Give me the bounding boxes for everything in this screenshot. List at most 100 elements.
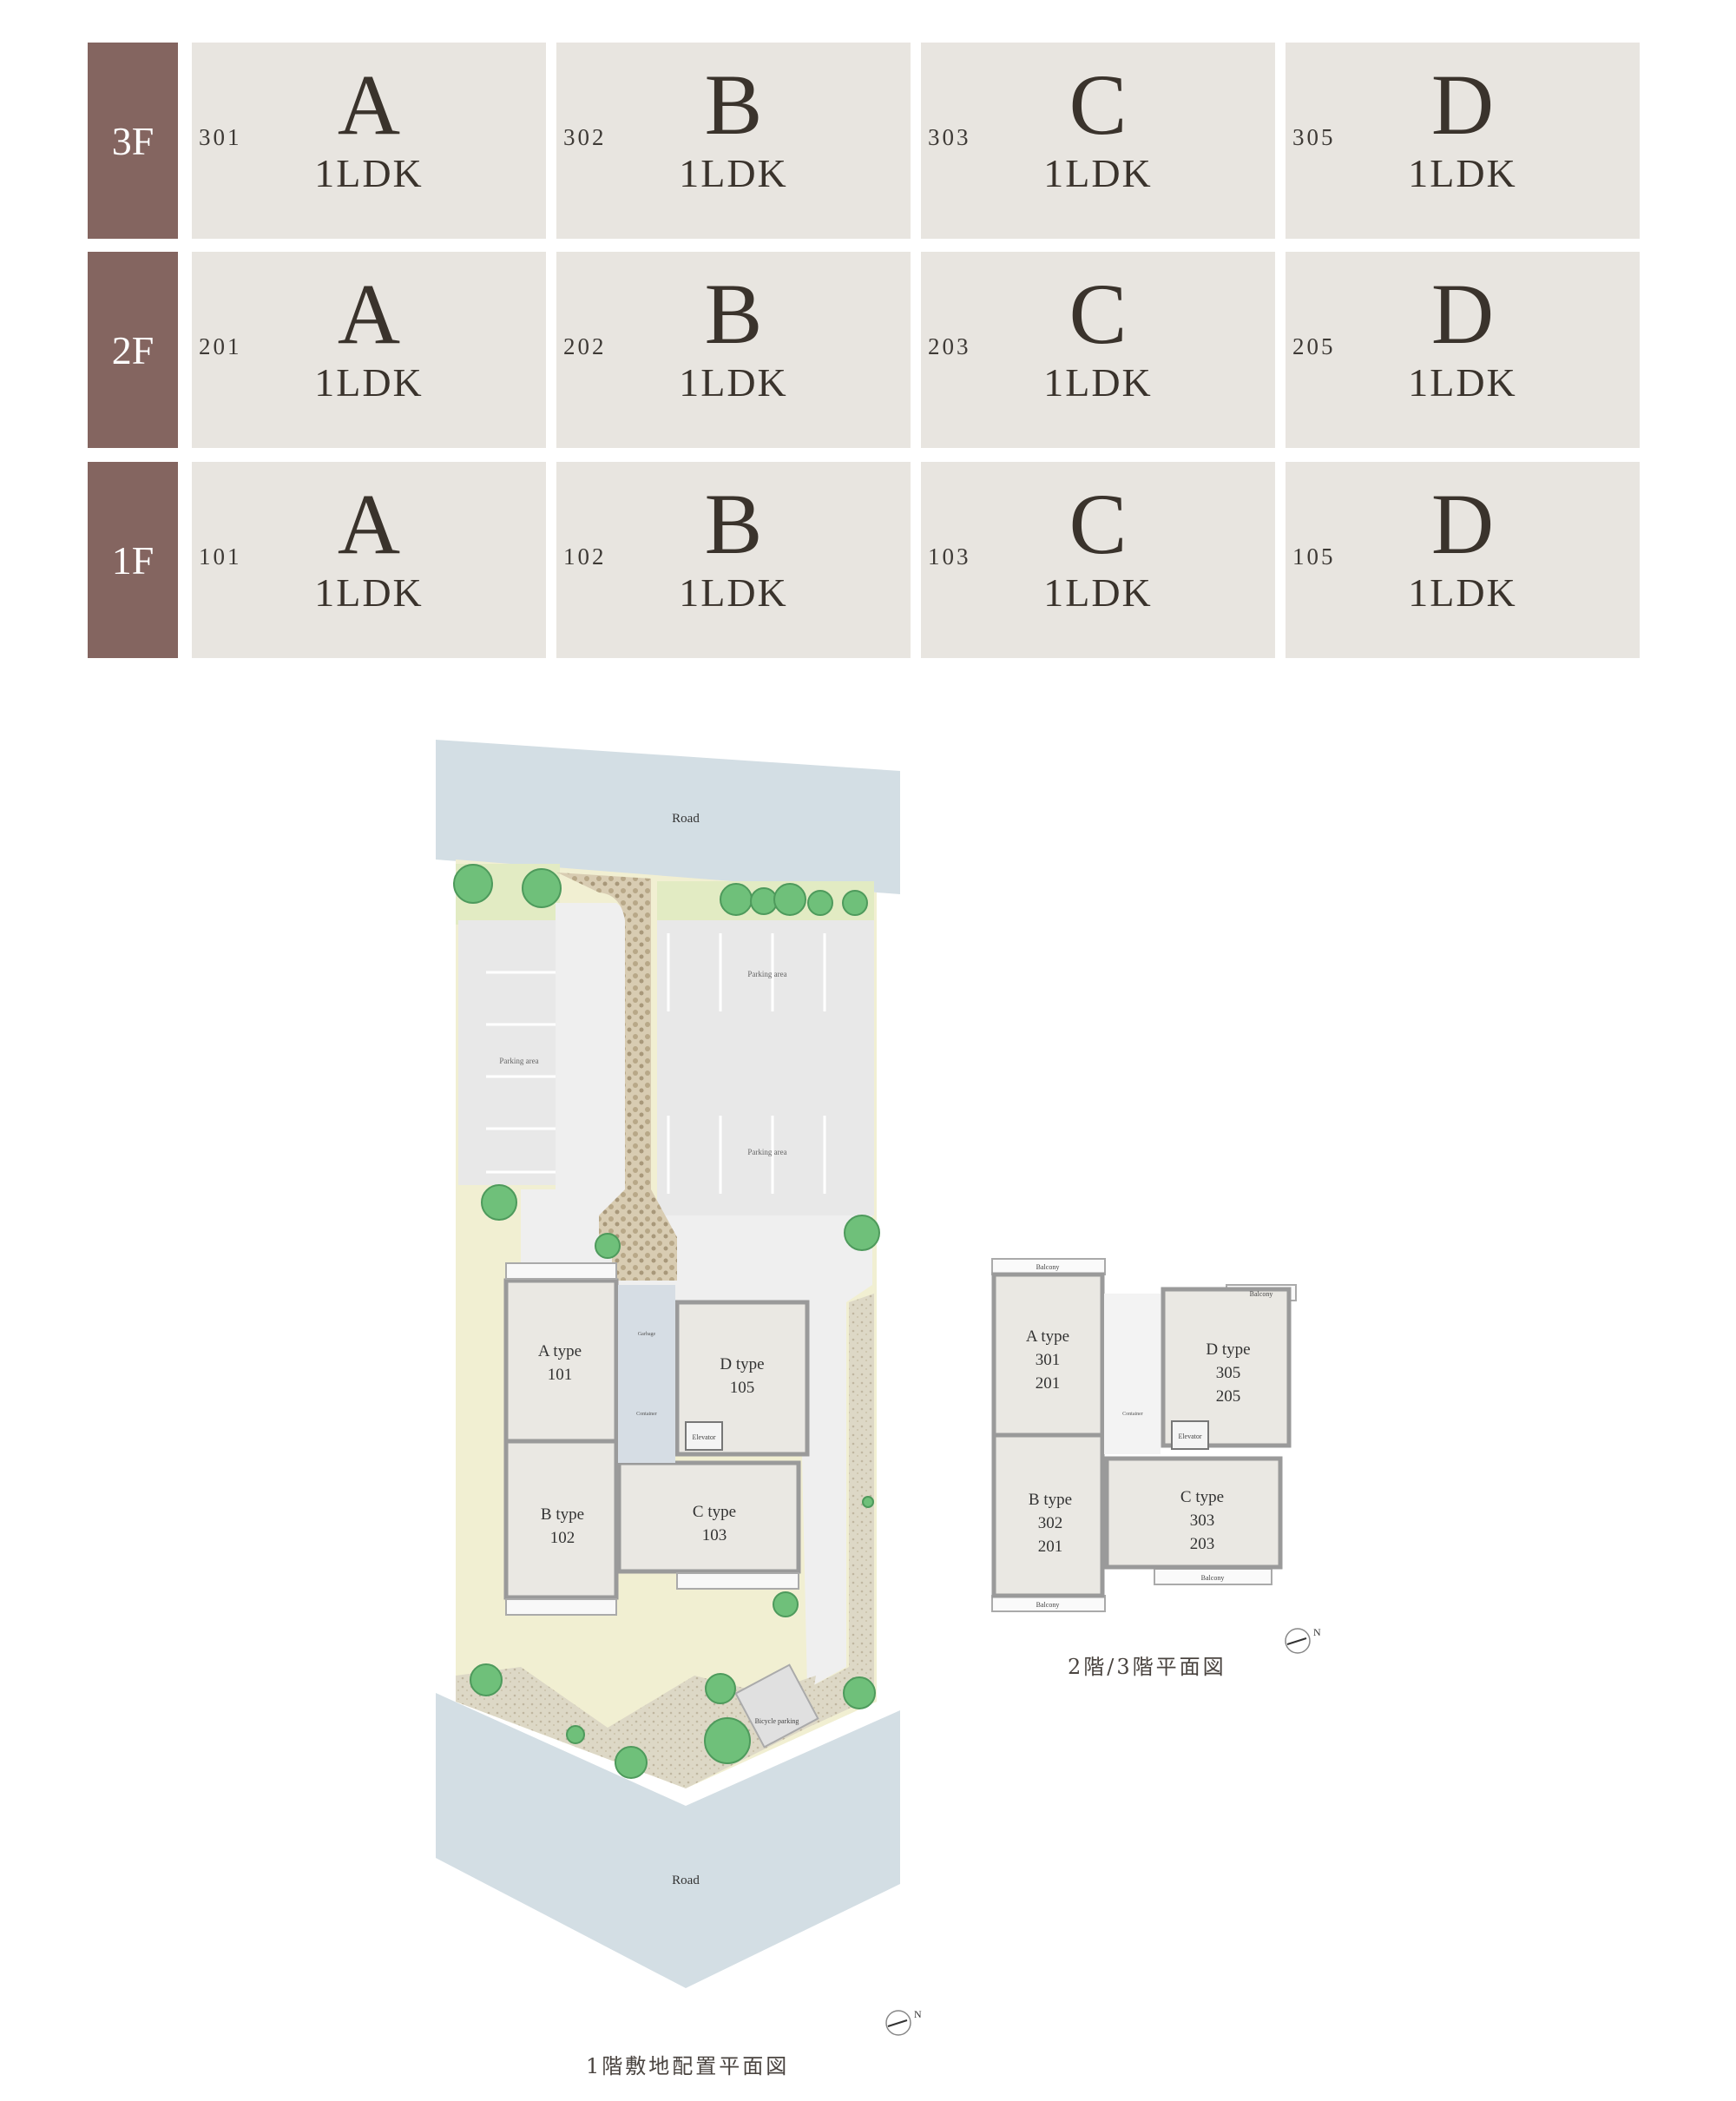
balcony (505, 1598, 617, 1616)
upper-balcony-label: Balcony (1250, 1290, 1273, 1298)
unit-type: A (337, 56, 401, 153)
unit-type: C (1069, 56, 1128, 153)
balcony (676, 1572, 799, 1590)
unit-d-number: 105 (730, 1379, 755, 1397)
road-top (436, 740, 900, 894)
unit-card-102[interactable]: 102 B 1LDK (556, 462, 911, 658)
upper-unit-a-n2: 201 (1036, 1374, 1061, 1393)
tree (481, 1184, 517, 1221)
unit-b-102 (503, 1439, 619, 1600)
road-bottom-label: Road (672, 1874, 700, 1887)
road-bottom (436, 1693, 900, 1988)
unit-number: 102 (563, 543, 607, 570)
tree (705, 1673, 736, 1704)
parking-left (458, 920, 558, 1185)
garbage-label: Garbage (638, 1332, 656, 1337)
upper-unit-d (1161, 1287, 1292, 1448)
trees (453, 864, 880, 1779)
unit-type: D (1430, 266, 1495, 362)
tree (453, 864, 493, 904)
svg-text:N: N (1313, 1626, 1321, 1638)
upper-unit-d-type: D type (1206, 1340, 1250, 1359)
unit-c-number: 103 (702, 1526, 727, 1544)
unit-type: A (337, 266, 401, 362)
upper-unit-b-n1: 302 (1038, 1514, 1063, 1532)
unit-card-203[interactable]: 203 C 1LDK (921, 252, 1275, 448)
unit-d-type: D type (720, 1355, 764, 1373)
unit-a-number: 101 (548, 1366, 573, 1384)
unit-layout: 1LDK (1043, 360, 1153, 405)
upper-unit-d-n1: 305 (1216, 1364, 1241, 1382)
svg-text:N: N (914, 2008, 922, 2020)
parking-left-label: Parking area (499, 1057, 538, 1065)
parking-right (657, 920, 874, 1215)
unit-layout: 1LDK (314, 151, 424, 195)
unit-number: 302 (563, 124, 607, 150)
unit-card-302[interactable]: 302 B 1LDK (556, 43, 911, 239)
unit-c-type: C type (693, 1503, 736, 1521)
tree (750, 887, 778, 915)
unit-number: 301 (199, 124, 242, 150)
tree (773, 1591, 799, 1617)
unit-type: A (337, 476, 401, 572)
unit-a-101 (503, 1278, 619, 1444)
road-top-label: Road (672, 812, 700, 826)
unit-number: 303 (928, 124, 971, 150)
floor-label-1f: 1F (88, 462, 178, 658)
tree (615, 1746, 648, 1779)
unit-card-202[interactable]: 202 B 1LDK (556, 252, 911, 448)
upper-unit-b (991, 1432, 1105, 1598)
unit-number: 202 (563, 333, 607, 359)
building (503, 1278, 810, 1600)
unit-number: 205 (1292, 333, 1336, 359)
unit-card-205[interactable]: 205 D 1LDK (1286, 252, 1640, 448)
gravel-path (557, 873, 677, 1281)
unit-type: C (1069, 476, 1128, 572)
unit-b-number: 102 (550, 1529, 575, 1547)
upper-plan: A type 301 201 B type 302 201 C type 303… (991, 1258, 1321, 1654)
unit-layout: 1LDK (314, 360, 424, 405)
unit-card-101[interactable]: 101 A 1LDK (192, 462, 546, 658)
upper-unit-d-n2: 205 (1216, 1387, 1241, 1406)
upper-unit-a-n1: 301 (1036, 1351, 1061, 1369)
unit-layout: 1LDK (314, 570, 424, 615)
unit-layout: 1LDK (1043, 151, 1153, 195)
unit-number: 201 (199, 333, 242, 359)
unit-card-303[interactable]: 303 C 1LDK (921, 43, 1275, 239)
bicycle-label: Bicycle parking (755, 1717, 799, 1725)
unit-type: B (704, 476, 763, 572)
unit-card-105[interactable]: 105 D 1LDK (1286, 462, 1640, 658)
upper-elevator-box (1171, 1420, 1209, 1450)
unit-layout: 1LDK (679, 151, 788, 195)
upper-unit-c-n2: 203 (1190, 1535, 1215, 1553)
upper-unit-b-type: B type (1029, 1491, 1072, 1509)
upper-unit-c-type: C type (1180, 1488, 1224, 1506)
unit-number: 203 (928, 333, 971, 359)
parking-stall-lines (486, 971, 556, 1174)
unit-layout: 1LDK (679, 570, 788, 615)
unit-layout: 1LDK (1408, 360, 1517, 405)
unit-card-201[interactable]: 201 A 1LDK (192, 252, 546, 448)
unit-number: 305 (1292, 124, 1336, 150)
upper-elevator-label: Elevator (1178, 1432, 1201, 1440)
unit-card-103[interactable]: 103 C 1LDK (921, 462, 1275, 658)
tree (720, 883, 753, 916)
unit-number: 103 (928, 543, 971, 570)
elevator-box (685, 1421, 723, 1451)
unit-card-305[interactable]: 305 D 1LDK (1286, 43, 1640, 239)
upper-balcony-label: Balcony (1201, 1574, 1225, 1582)
tree (522, 868, 562, 908)
unit-card-301[interactable]: 301 A 1LDK (192, 43, 546, 239)
unit-layout: 1LDK (1408, 151, 1517, 195)
compass-icon: N (1285, 1626, 1321, 1654)
elevator-label: Elevator (692, 1433, 715, 1441)
tree (843, 1676, 876, 1709)
upper-unit-a (991, 1272, 1105, 1438)
upper-balcony-label: Balcony (1036, 1601, 1060, 1609)
tree (566, 1725, 585, 1744)
balcony (505, 1262, 617, 1280)
driveway (521, 903, 872, 1689)
unit-c-103 (616, 1460, 801, 1574)
tree (862, 1496, 874, 1508)
